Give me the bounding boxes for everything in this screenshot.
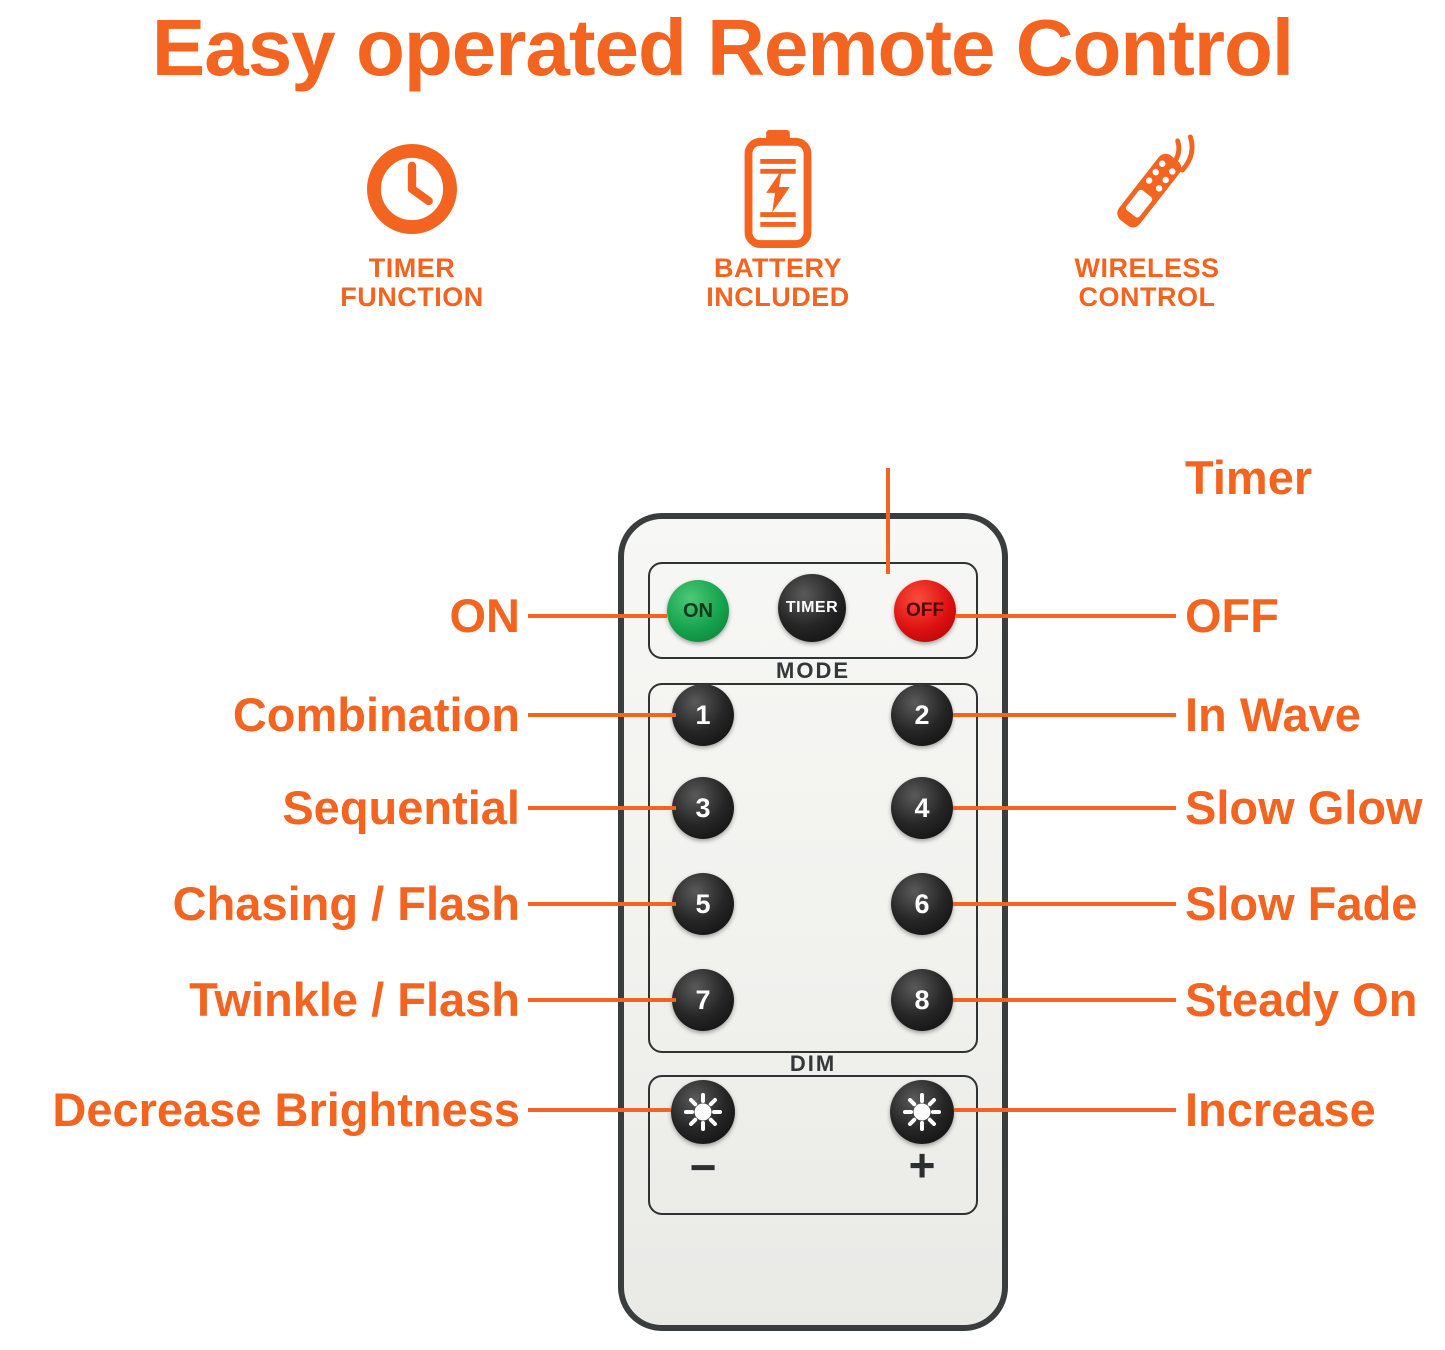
dim-label: DIM (789, 1051, 837, 1076)
feature-timer-function: TIMER FUNCTION (252, 130, 572, 312)
mode-button-5: 5 (672, 873, 734, 935)
brightness-icon (903, 1093, 941, 1131)
mode-button-4: 4 (891, 777, 953, 839)
mode-button-3: 3 (672, 777, 734, 839)
callout-line-steady-on (953, 998, 1176, 1002)
dim-plus-sign: + (908, 1139, 936, 1191)
callout-sequential: Sequential (282, 781, 520, 834)
mode-section (648, 683, 978, 1053)
callout-decrease-brightness: Decrease Brightness (52, 1083, 520, 1136)
callout-line-timer (886, 468, 890, 574)
mode-button-6: 6 (891, 873, 953, 935)
clock-icon (367, 144, 457, 234)
callout-line-sequential (528, 806, 676, 810)
on-button: ON (667, 580, 729, 642)
mode-button-2: 2 (891, 684, 953, 746)
callout-combination: Combination (232, 688, 520, 741)
remote-control: ON TIMER OFF MODE 1 2 3 4 5 6 7 8 DIM (618, 513, 1008, 1331)
power-section (648, 562, 978, 659)
callout-slow-glow: Slow Glow (1185, 781, 1423, 834)
feature-label-wireless: WIRELESS CONTROL (1074, 253, 1220, 312)
remote-icon (1117, 134, 1195, 228)
callout-line-in-wave (953, 713, 1176, 717)
callout-line-on (528, 614, 667, 618)
callout-line-slow-fade (953, 902, 1176, 906)
callout-line-increase (954, 1108, 1176, 1112)
callout-twinkle-flash: Twinkle / Flash (189, 973, 520, 1026)
battery-icon (744, 130, 812, 248)
brightness-icon (684, 1093, 722, 1131)
callout-chasing-flash: Chasing / Flash (172, 877, 520, 930)
callout-line-off (956, 614, 1176, 618)
dim-section (648, 1075, 978, 1215)
feature-icon-box (252, 130, 572, 248)
mode-button-8: 8 (891, 969, 953, 1031)
timer-button: TIMER (778, 574, 846, 642)
feature-wireless-control: WIRELESS CONTROL (987, 130, 1307, 312)
callout-steady-on: Steady On (1185, 973, 1418, 1026)
feature-battery-included: BATTERY INCLUDED (618, 130, 938, 312)
callout-slow-fade: Slow Fade (1185, 877, 1418, 930)
callout-off: OFF (1185, 589, 1279, 642)
feature-label-timer: TIMER FUNCTION (340, 253, 484, 312)
callout-line-decrease (528, 1108, 671, 1112)
mode-button-7: 7 (672, 969, 734, 1031)
feature-label-battery: BATTERY INCLUDED (706, 253, 850, 312)
callout-line-chasing (528, 902, 676, 906)
page-title: Easy operated Remote Control (151, 3, 1294, 92)
feature-icon-box (987, 130, 1307, 248)
callout-on: ON (449, 589, 521, 642)
callout-in-wave: In Wave (1185, 688, 1361, 741)
callout-line-combination (528, 713, 676, 717)
callout-line-twinkle (528, 998, 676, 1002)
dim-up-button (890, 1080, 954, 1144)
dim-down-button (671, 1080, 735, 1144)
dim-minus-sign: − (689, 1141, 717, 1193)
feature-icon-box (618, 130, 938, 248)
mode-label: MODE (776, 658, 850, 683)
callout-line-slow-glow (953, 806, 1176, 810)
callout-timer: Timer (1185, 451, 1313, 504)
off-button: OFF (894, 580, 956, 642)
mode-button-1: 1 (672, 684, 734, 746)
callout-increase: Increase (1185, 1083, 1376, 1136)
